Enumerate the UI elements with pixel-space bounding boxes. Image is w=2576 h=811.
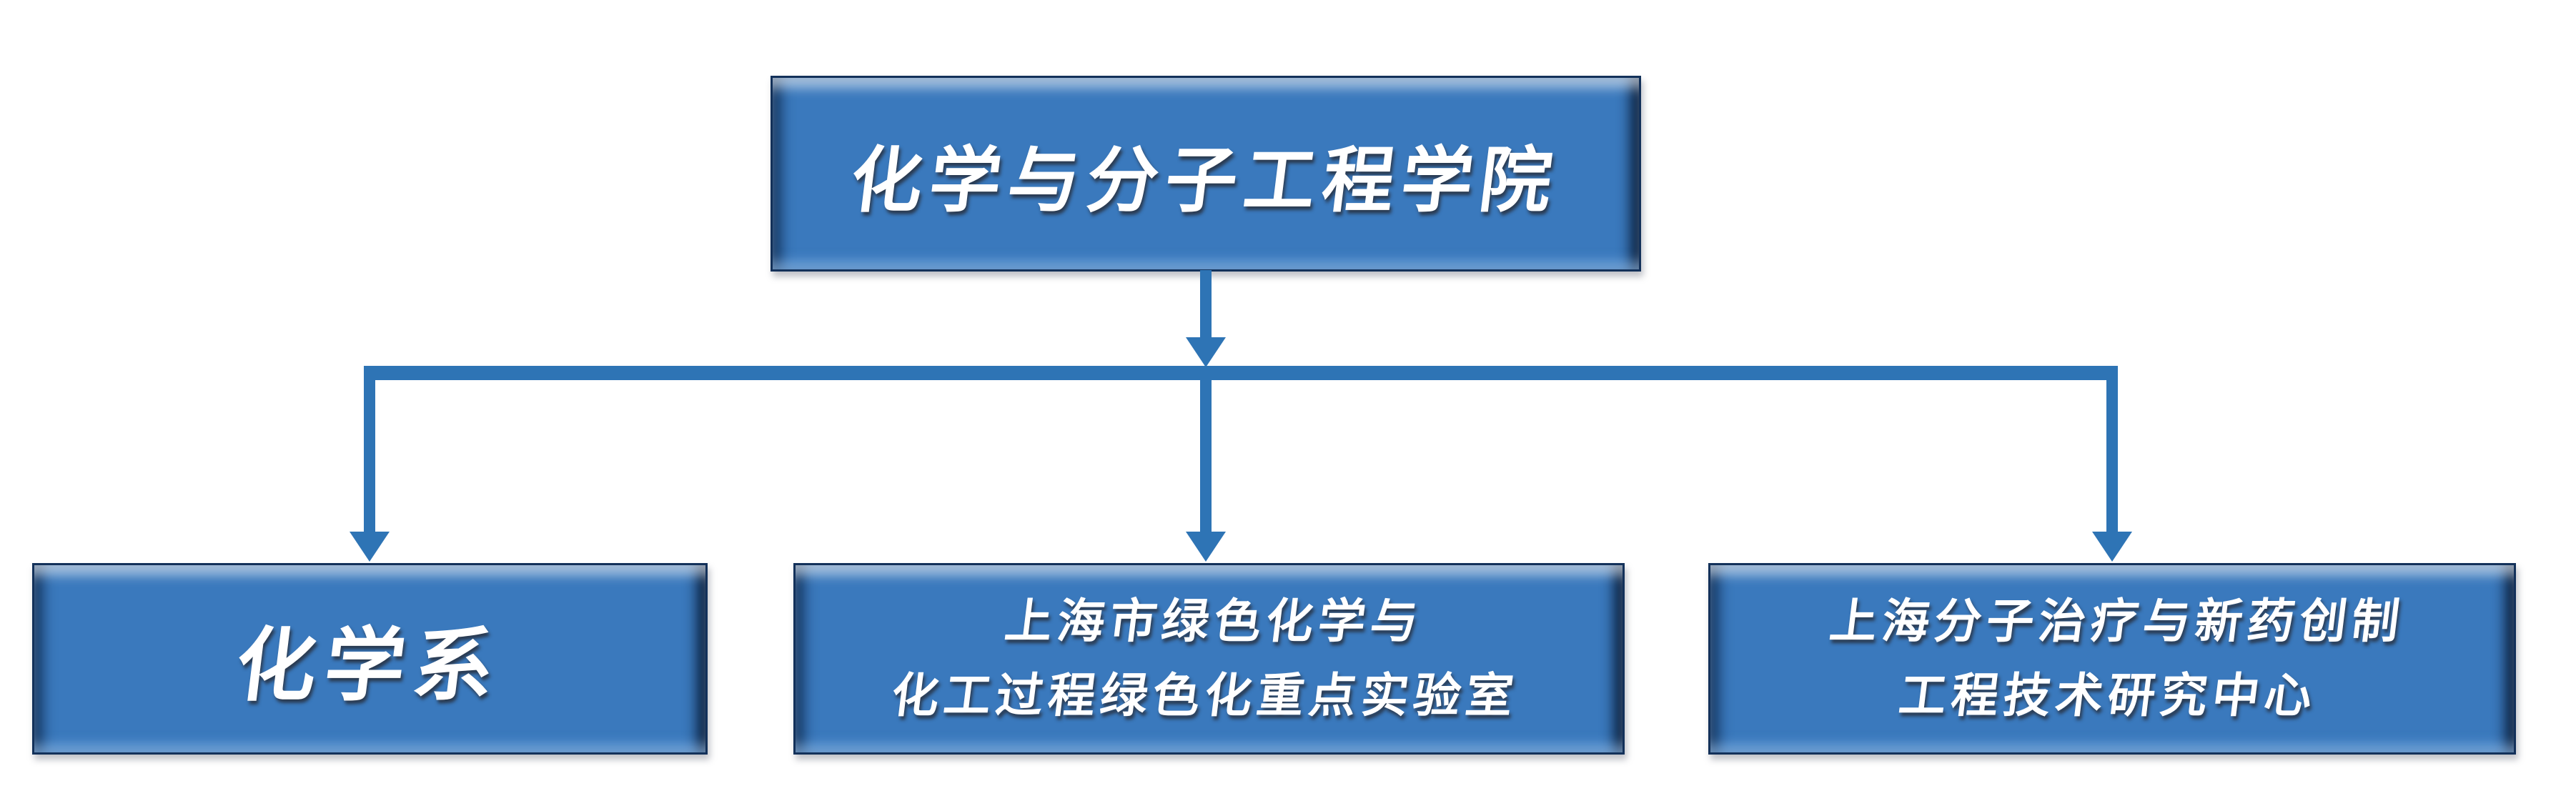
connector-drop-right [2106, 379, 2118, 536]
arrow-down-icon-root [1186, 337, 1226, 367]
org-node-green-chemistry-key-lab-label-line1: 上海市绿色化学与 [1001, 593, 1426, 649]
arrow-down-icon-center [1186, 532, 1226, 562]
org-node-green-chemistry-key-lab-label-line2: 化工过程绿色化重点实验室 [888, 668, 1521, 723]
org-node-molecular-therapeutics-center-label-line2: 工程技术研究中心 [1895, 668, 2320, 723]
org-node-green-chemistry-key-lab: 上海市绿色化学与 化工过程绿色化重点实验室 [793, 563, 1625, 755]
org-node-molecular-therapeutics-center: 上海分子治疗与新药创制 工程技术研究中心 [1708, 563, 2516, 755]
arrow-down-icon-left [350, 532, 390, 562]
org-node-chemistry-department-text: 化学系 [230, 601, 510, 717]
org-node-college: 化学与分子工程学院 [771, 76, 1641, 272]
org-node-chemistry-department: 化学系 [32, 563, 708, 755]
connector-drop-center [1200, 379, 1212, 536]
org-node-green-chemistry-key-lab-text: 上海市绿色化学与 化工过程绿色化重点实验室 [887, 584, 1532, 734]
org-node-college-text: 化学与分子工程学院 [846, 122, 1566, 226]
connector-root-stem [1200, 270, 1212, 342]
org-node-chemistry-department-label: 化学系 [230, 620, 508, 712]
org-node-college-label: 化学与分子工程学院 [846, 138, 1565, 222]
arrow-down-icon-right [2092, 532, 2132, 562]
connector-drop-left [364, 379, 375, 536]
org-node-molecular-therapeutics-center-label-line1: 上海分子治疗与新药创制 [1826, 593, 2407, 649]
connector-horizontal-bar [364, 366, 2118, 380]
org-node-molecular-therapeutics-center-text: 上海分子治疗与新药创制 工程技术研究中心 [1816, 584, 2409, 734]
